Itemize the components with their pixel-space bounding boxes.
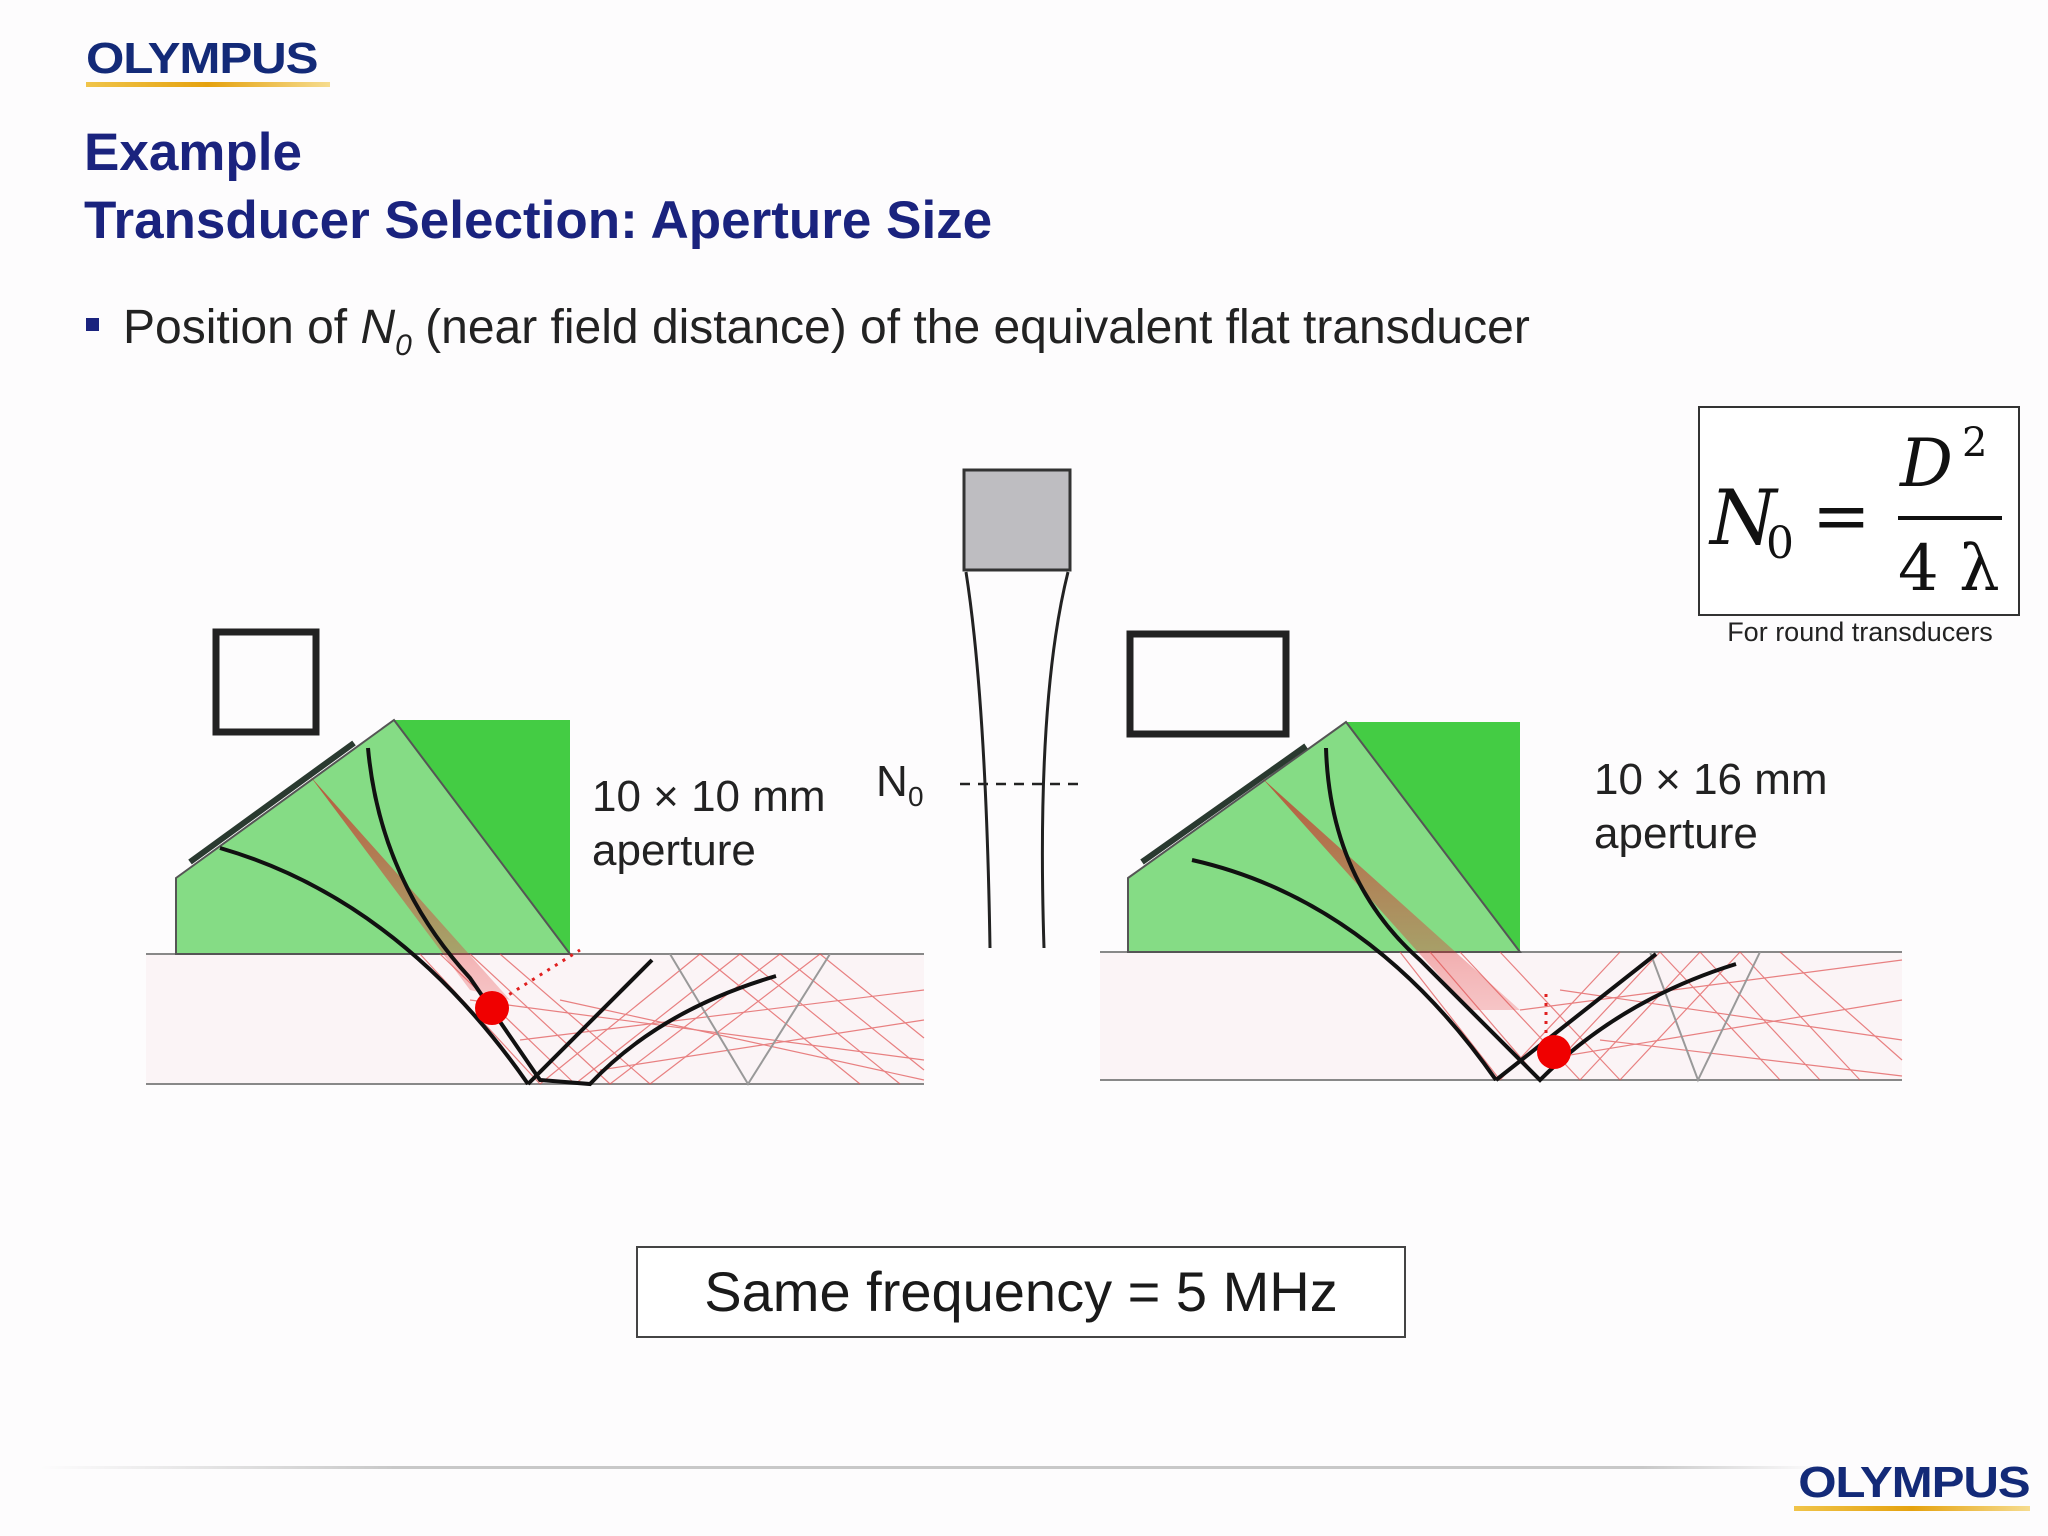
formula-numerator: D (1899, 425, 1953, 502)
formula-denominator: 4 λ (1898, 532, 2000, 606)
left-transducer-element (188, 740, 356, 865)
bullet-symbol: N (360, 301, 396, 354)
right-beam-boundary-1 (1191, 858, 1498, 1082)
bullet-subscript: 0 (395, 329, 412, 362)
beam-edge-right (1040, 571, 1070, 949)
left-probe-assembly (146, 628, 925, 1087)
slide-title: Example (84, 123, 303, 182)
formula-caption: For round transducers (1727, 617, 1993, 647)
frequency-box: Same frequency = 5 MHz (636, 1246, 1406, 1338)
right-reference-skip (1649, 951, 1761, 1083)
left-aperture-size: 10 × 10 mm (592, 772, 826, 821)
left-beam-boundary-1 (219, 846, 530, 1086)
right-transducer-element (1140, 743, 1308, 865)
right-aperture-rectangle-icon (1126, 630, 1290, 738)
slide-subtitle: Transducer Selection: Aperture Size (84, 191, 993, 250)
right-beam-boundary-2 (1494, 952, 1658, 1082)
logo-underline (86, 82, 330, 87)
left-reference-skip (669, 953, 831, 1086)
formula-equals: = (1812, 475, 1871, 557)
right-aperture-size: 10 × 16 mm (1594, 755, 1828, 804)
left-aperture-square-icon (212, 628, 320, 736)
left-aperture-word: aperture (592, 826, 756, 875)
footer-logo-underline (1794, 1506, 2030, 1511)
right-beam-fan (1262, 778, 1520, 1010)
right-test-piece (1100, 952, 1902, 1080)
olympus-footer-logo: OLYMPUS (1798, 1458, 2031, 1507)
right-aperture-label: 10 × 16 mm aperture (1594, 753, 1828, 861)
bullet-square-icon (86, 317, 99, 331)
right-aperture-word: aperture (1594, 809, 1758, 858)
bullet-prefix: Position of (123, 301, 361, 354)
footer-divider (40, 1466, 1820, 1469)
formula-lhs-subscript: 0 (1766, 518, 1794, 569)
right-probe-assembly (1100, 630, 1903, 1083)
left-beam-boundary-2 (526, 958, 654, 1086)
left-beam-rays (419, 953, 925, 1085)
right-wedge-outline (1127, 720, 1523, 953)
formula-exponent: 2 (1962, 420, 1987, 466)
flat-transducer-body (962, 468, 1072, 572)
formula-lhs: N (1708, 473, 1779, 562)
right-beam-rays (1399, 951, 1903, 1081)
beam-edge-left (964, 571, 992, 949)
left-beam-boundary-3 (366, 747, 777, 1087)
near-field-formula: N 0 = D 2 4 λ (1708, 420, 2002, 606)
left-wedge-outline (175, 718, 573, 955)
left-test-piece (146, 954, 924, 1084)
olympus-logo: OLYMPUS (86, 34, 318, 83)
flat-transducer: N 0 (876, 468, 1086, 949)
near-field-label: N (876, 757, 908, 806)
bullet-suffix: (near field distance) of the equivalent … (411, 301, 1530, 354)
near-field-label-subscript: 0 (908, 781, 924, 812)
left-aperture-label: 10 × 10 mm aperture (592, 770, 826, 878)
left-beam-fan (310, 776, 510, 1000)
bullet-point: Position of N0 (near field distance) of … (86, 300, 1530, 363)
left-focus-dot (475, 991, 509, 1025)
right-focus-dot (1537, 1035, 1571, 1069)
right-beam-boundary-3 (1324, 747, 1737, 1083)
formula-box: N 0 = D 2 4 λ (1698, 406, 2020, 616)
